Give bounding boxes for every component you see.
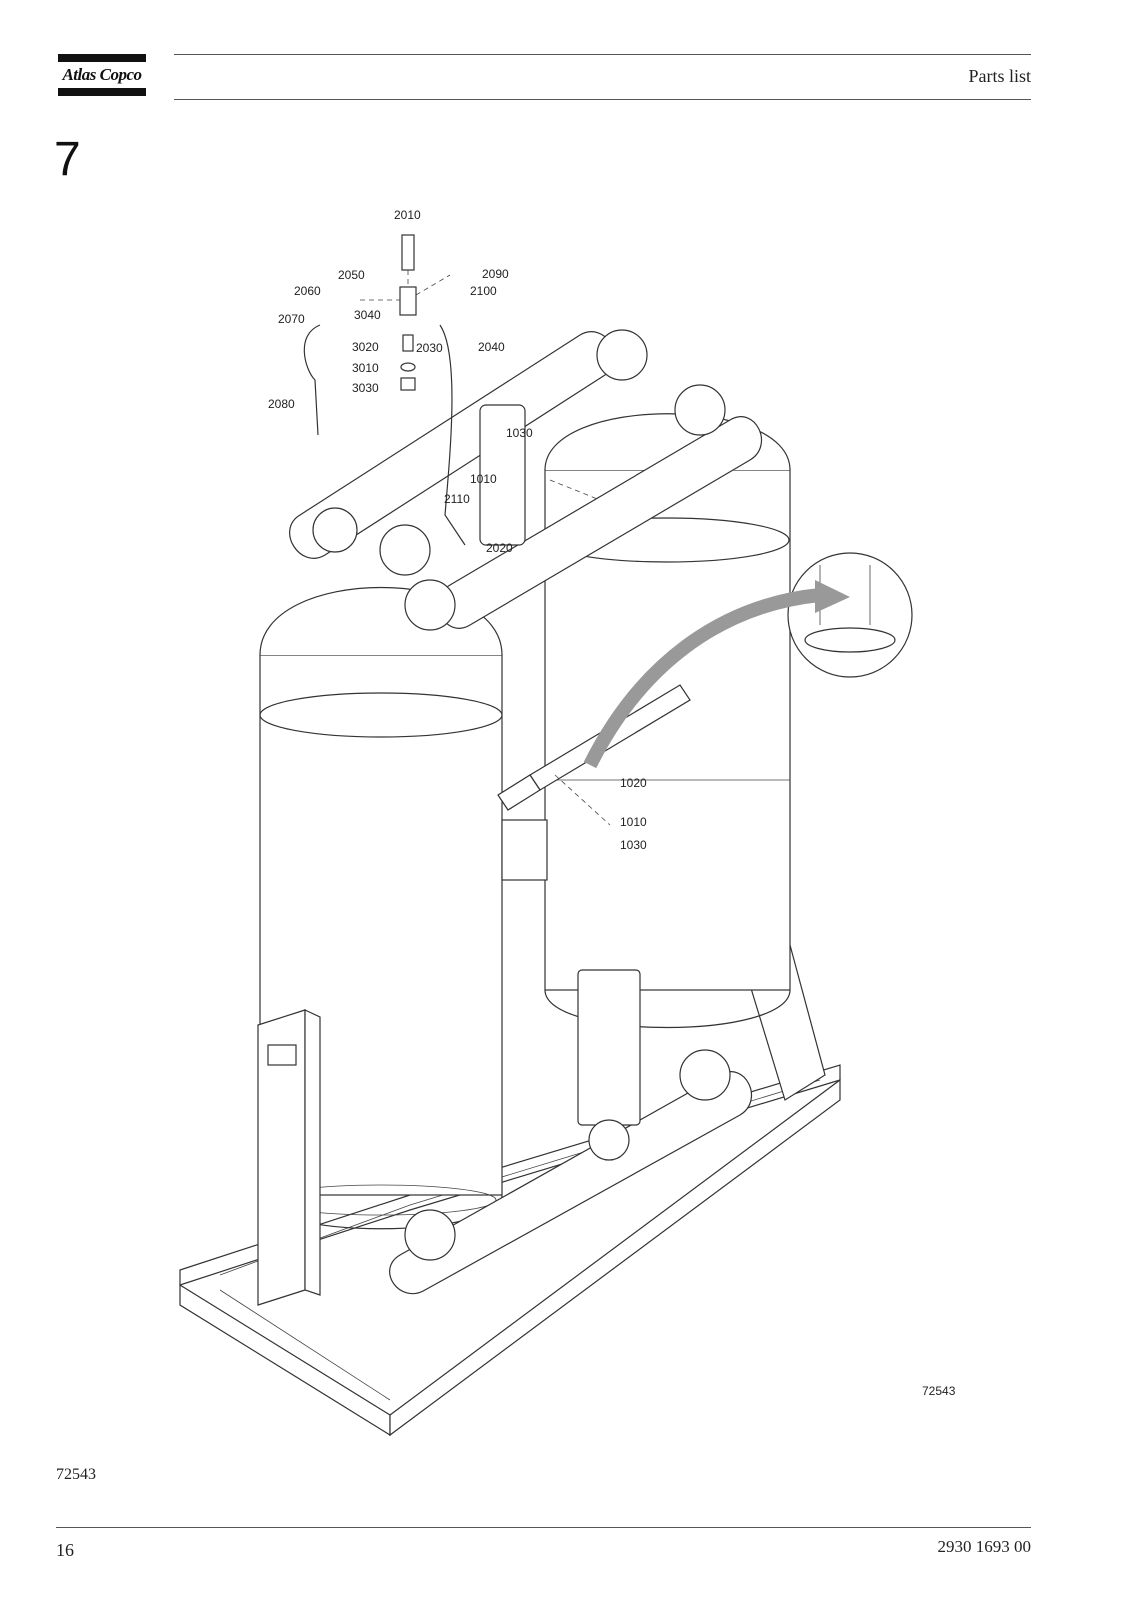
- callout-1010-bottom: 1010: [620, 815, 647, 829]
- callout-2030: 2030: [416, 341, 443, 355]
- callout-2080: 2080: [268, 397, 295, 411]
- chapter-number: 7: [54, 133, 81, 186]
- figure-reference-label: 72543: [56, 1466, 96, 1483]
- callout-labels: 2010 2090 2050 2100 2060 3040 2070 3020 …: [268, 208, 956, 1398]
- callout-2060: 2060: [294, 284, 321, 298]
- callout-3010: 3010: [352, 361, 379, 375]
- atlas-copco-logo: Atlas Copco: [58, 54, 146, 96]
- document-number: 2930 1693 00: [937, 1537, 1032, 1556]
- callout-2010: 2010: [394, 208, 421, 222]
- detail-view: [583, 552, 913, 769]
- callout-1030-top: 1030: [506, 426, 533, 440]
- front-upright: [257, 1009, 321, 1306]
- parts-drawing-svg: 2010 2090 2050 2100 2060 3040 2070 3020 …: [179, 208, 956, 1437]
- section-title: Parts list: [968, 66, 1031, 86]
- callout-2040: 2040: [478, 340, 505, 354]
- callout-1020: 1020: [620, 776, 647, 790]
- figure-image-number: 72543: [922, 1384, 956, 1398]
- callout-2090: 2090: [482, 267, 509, 281]
- parts-drawing: 2010 2090 2050 2100 2060 3040 2070 3020 …: [160, 195, 1000, 1445]
- header-rule-top: [174, 54, 1031, 55]
- callout-2100: 2100: [470, 284, 497, 298]
- exploded-parts: [303, 234, 611, 826]
- logo-wordmark: Atlas Copco: [62, 65, 142, 84]
- callout-3040: 3040: [354, 308, 381, 322]
- footer-rule: [56, 1527, 1031, 1528]
- callout-1010-top: 1010: [470, 472, 497, 486]
- callout-3030: 3030: [352, 381, 379, 395]
- bottom-manifold: [389, 969, 752, 1295]
- top-manifold: [289, 329, 762, 631]
- callout-3020: 3020: [352, 340, 379, 354]
- logo-bar-top: [58, 54, 146, 62]
- header-rule-bottom: [174, 99, 1031, 100]
- callout-1030-bottom: 1030: [620, 838, 647, 852]
- page-number: 16: [56, 1540, 74, 1560]
- callout-2110: 2110: [444, 492, 470, 506]
- callout-2070: 2070: [278, 312, 305, 326]
- logo-bar-bottom: [58, 88, 146, 96]
- callout-2020: 2020: [486, 541, 513, 555]
- callout-2050: 2050: [338, 268, 365, 282]
